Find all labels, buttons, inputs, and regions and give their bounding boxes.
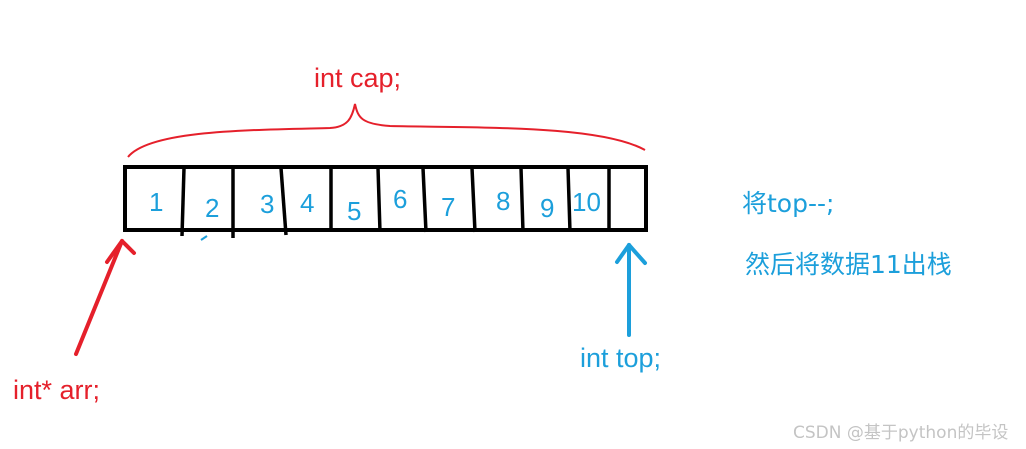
cell-value: 4	[300, 188, 314, 218]
cell-value: 1	[149, 187, 163, 217]
cell-value: 3	[260, 189, 274, 219]
cap-label: int cap;	[314, 63, 401, 93]
cell-value: 6	[393, 184, 407, 214]
divider	[421, 167, 428, 233]
arr-arrow	[74, 239, 136, 356]
cell-values: 1 2 3 4 5 6 7 8 9 10	[149, 184, 601, 226]
divider	[566, 167, 572, 233]
cell-value: 2	[205, 193, 219, 223]
top-label: int top;	[580, 343, 661, 373]
divider	[470, 167, 477, 233]
step2-text: 然后将数据11出栈	[745, 250, 952, 279]
arr-label: int* arr;	[13, 375, 100, 405]
top-arrow	[615, 243, 647, 337]
divider	[376, 167, 382, 233]
divider	[519, 167, 525, 233]
cell-dividers	[180, 167, 611, 238]
divider	[180, 167, 186, 237]
divider	[279, 167, 288, 236]
cell-value: 8	[496, 186, 510, 216]
step1-text: 将top--;	[742, 189, 834, 218]
array-box	[123, 165, 648, 232]
cell-value: 5	[347, 196, 361, 226]
cap-brace	[127, 103, 646, 158]
cell-value: 9	[540, 193, 554, 223]
cell-value: 10	[572, 187, 601, 217]
cell-value: 7	[441, 192, 455, 222]
watermark: CSDN @基于python的毕设	[793, 423, 1008, 443]
stray-mark	[200, 235, 208, 241]
